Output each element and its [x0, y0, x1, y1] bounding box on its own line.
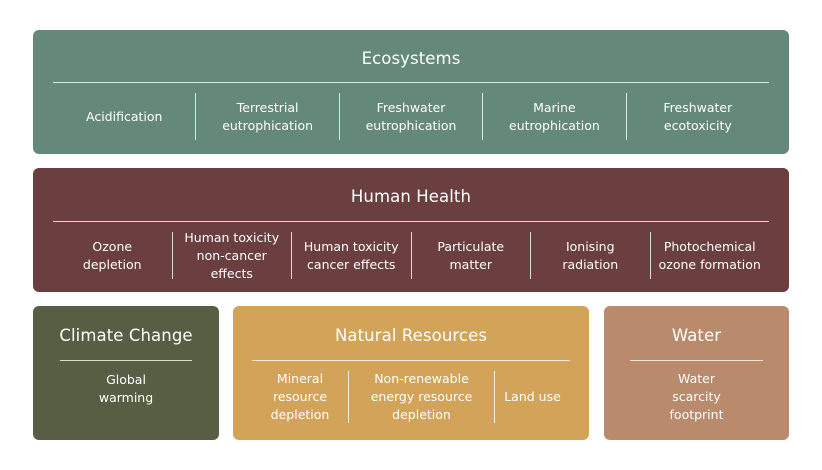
category-human-toxicity-cancer: Human toxicity cancer effects — [291, 232, 411, 279]
category-non-renewable-energy-depletion: Non-renewable energy resource depletion — [348, 371, 494, 423]
human-health-title: Human Health — [350, 187, 472, 206]
human-health-panel: Human Health Ozone depletion Human toxic… — [33, 168, 789, 292]
category-freshwater-eutrophication: Freshwater eutrophication — [338, 93, 482, 140]
climate-change-title: Climate Change — [59, 326, 193, 345]
category-ozone-depletion: Ozone depletion — [82, 238, 142, 272]
climate-change-panel: Climate Change Global warming — [33, 306, 219, 440]
category-water-scarcity-footprint: Water scarcity footprint — [669, 371, 724, 422]
climate-change-divider — [60, 360, 192, 361]
human-health-divider — [53, 221, 769, 222]
category-terrestrial-eutrophication: Terrestrial eutrophication — [195, 93, 338, 140]
water-items: Water scarcity footprint — [624, 370, 769, 424]
category-acidification: Acidification — [85, 108, 163, 124]
category-human-toxicity-non-cancer: Human toxicity non-cancer effects — [171, 230, 292, 281]
category-global-warming: Global warming — [98, 372, 154, 405]
ecosystems-divider — [53, 82, 769, 83]
natural-resources-divider — [252, 360, 570, 361]
category-mineral-resource-depletion: Mineral resource depletion — [270, 371, 330, 422]
ecosystems-title: Ecosystems — [361, 49, 461, 68]
category-particulate-matter: Particulate matter — [410, 232, 531, 279]
natural-resources-panel: Natural Resources Mineral resource deple… — [233, 306, 589, 440]
category-photochemical-ozone-formation: Photochemical ozone formation — [649, 232, 770, 279]
category-land-use: Land use — [494, 371, 570, 423]
water-divider — [630, 360, 763, 361]
water-panel: Water Water scarcity footprint — [604, 306, 789, 440]
natural-resources-items: Mineral resource depletion Non-renewable… — [252, 371, 570, 423]
ecosystems-items: Acidification Terrestrial eutrophication… — [53, 93, 769, 140]
category-marine-eutrophication: Marine eutrophication — [482, 93, 625, 140]
climate-change-items: Global warming — [53, 370, 199, 408]
ecosystems-panel: Ecosystems Acidification Terrestrial eut… — [33, 30, 789, 154]
natural-resources-title: Natural Resources — [334, 326, 488, 345]
water-title: Water — [671, 326, 722, 345]
human-health-items: Ozone depletion Human toxicity non-cance… — [53, 230, 770, 281]
category-ionising-radiation: Ionising radiation — [530, 232, 650, 279]
category-freshwater-ecotoxicity: Freshwater ecotoxicity — [625, 93, 769, 140]
